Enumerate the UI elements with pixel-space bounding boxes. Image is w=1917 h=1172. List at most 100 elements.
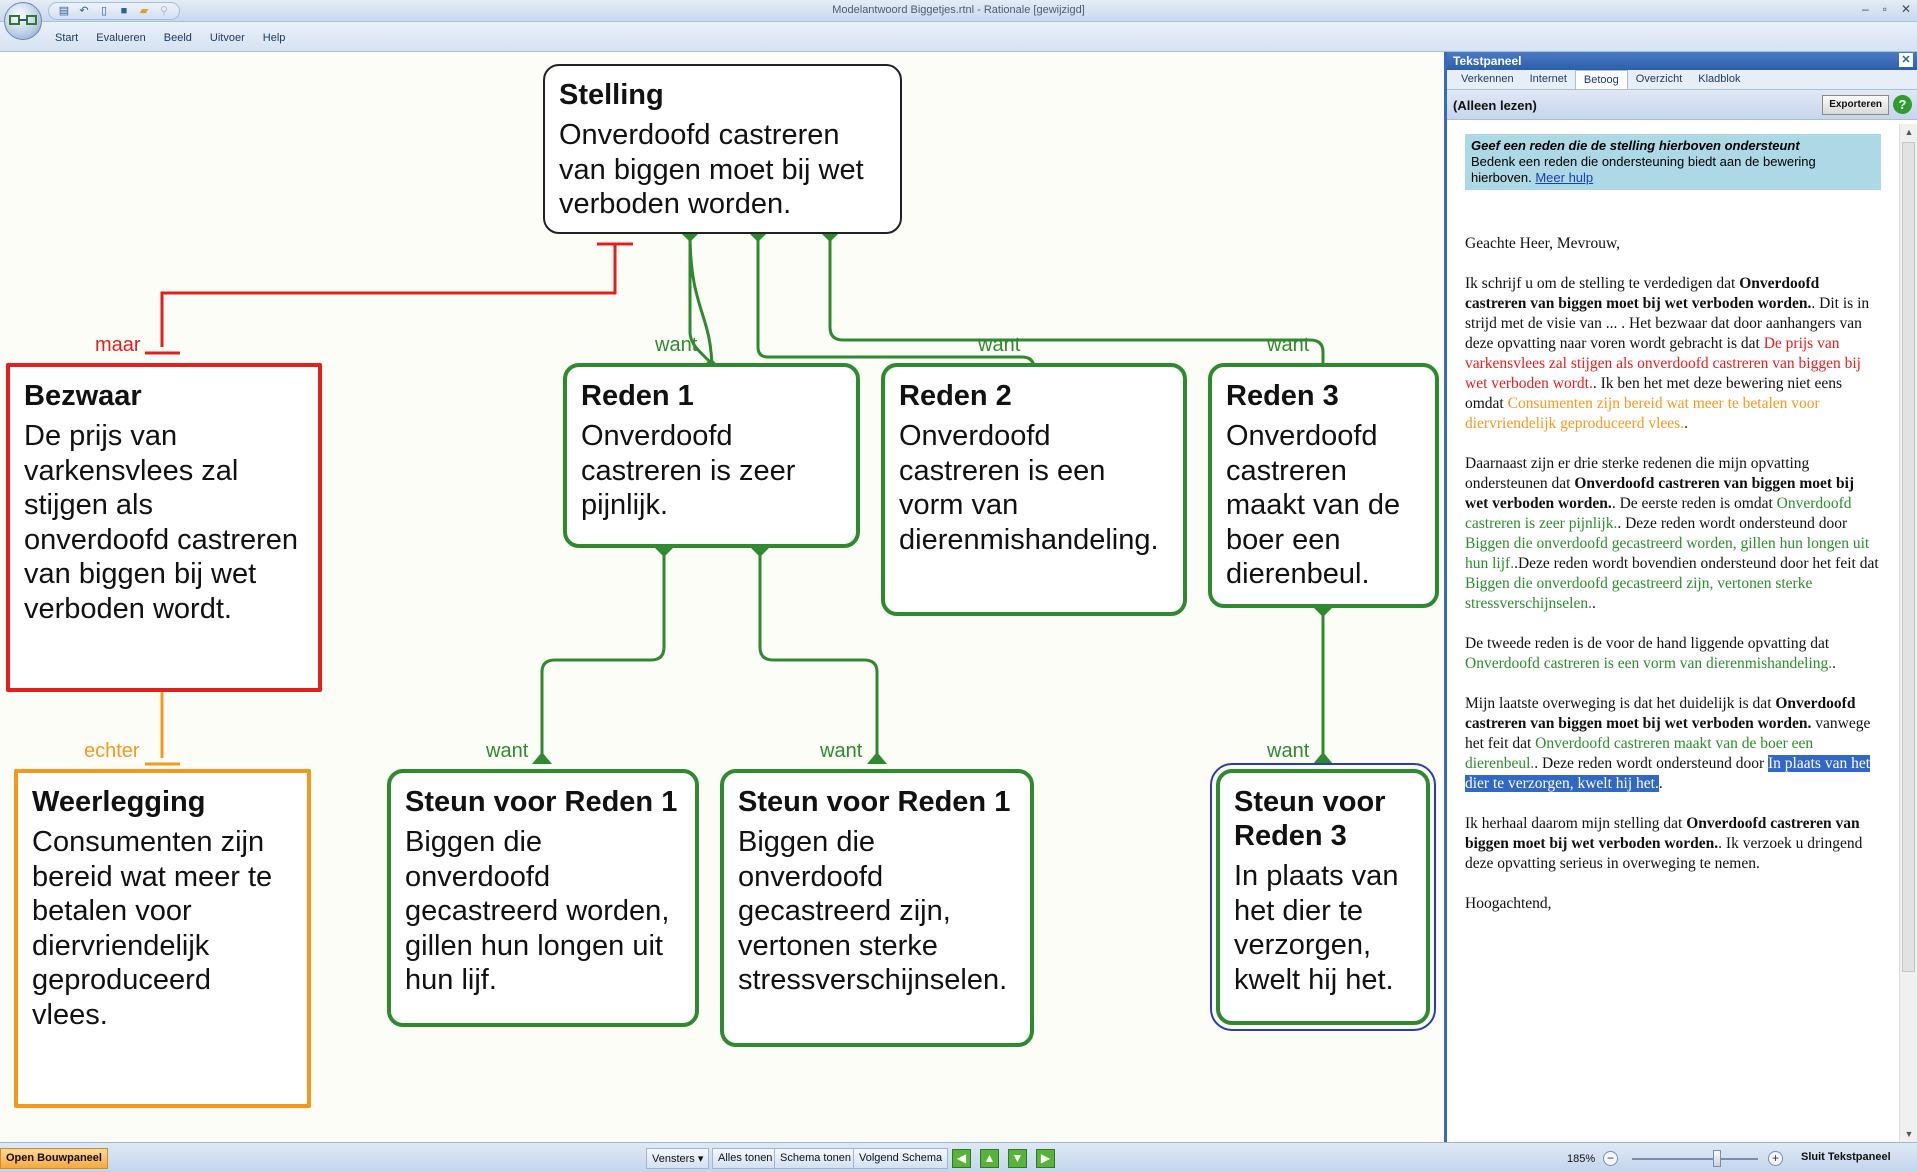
close-window-button[interactable]: ✕ <box>1900 2 1911 16</box>
hint-text: Bedenk een reden die ondersteuning biedt… <box>1471 154 1816 185</box>
show-schema-button[interactable]: Schema tonen <box>774 1148 857 1169</box>
weerlegging-node[interactable]: Weerlegging Consumenten zijn bereid wat … <box>14 769 311 1108</box>
objection-text: De prijs van varkensvlees zal stijgen al… <box>1465 335 1861 392</box>
node-text: De prijs van varkensvlees zal stijgen al… <box>24 420 299 625</box>
arrow-up-icon[interactable]: ▲ <box>980 1149 999 1168</box>
close-text-panel-button[interactable]: Sluit Tekstpaneel <box>1801 1151 1891 1163</box>
zoom-out-icon[interactable]: − <box>1603 1151 1618 1166</box>
rebuttal-text: Consumenten zijn bereid wat meer te beta… <box>1465 395 1820 432</box>
zoom-slider-thumb[interactable] <box>1713 1150 1721 1167</box>
app-menu-button[interactable] <box>4 2 42 40</box>
zoom-in-icon[interactable]: + <box>1768 1151 1783 1166</box>
node-text: Biggen die onverdoofd gecastreerd zijn, … <box>738 826 1008 996</box>
close-icon[interactable]: ✕ <box>1899 53 1913 67</box>
text-panel-title: Tekstpaneel <box>1453 54 1522 68</box>
next-schema-button[interactable]: Volgend Schema <box>853 1148 949 1169</box>
text-run: . De eerste reden is omdat <box>1611 495 1777 512</box>
scroll-thumb[interactable] <box>1902 142 1915 972</box>
text-run: Daarnaast zijn er drie sterke redenen di… <box>1465 455 1810 492</box>
steun-reden-1b-node[interactable]: Steun voor Reden 1 Biggen die onverdoofd… <box>720 769 1034 1047</box>
letter-paragraph-1: Ik schrijf u om de stelling te verdedige… <box>1465 274 1881 434</box>
reden-3-node[interactable]: Reden 3 Onverdoofd castreren maakt van d… <box>1208 363 1439 608</box>
text-run: Ik herhaal daarom mijn stelling dat <box>1465 815 1687 832</box>
letter-paragraph-2: Daarnaast zijn er drie sterke redenen di… <box>1465 454 1881 614</box>
readonly-label: (Alleen lezen) <box>1453 98 1537 113</box>
reason-text: Onverdoofd castreren maakt van de boer e… <box>1465 735 1814 772</box>
text-run: Mijn laatste overweging is dat het duide… <box>1465 695 1776 712</box>
argument-letter: Geachte Heer, Mevrouw, Ik schrijf u om d… <box>1465 234 1881 914</box>
show-all-button[interactable]: Alles tonen <box>712 1148 779 1169</box>
node-title: Stelling <box>559 79 664 111</box>
arrow-right-icon[interactable]: ▶ <box>1036 1149 1055 1168</box>
tab-overzicht[interactable]: Overzicht <box>1635 73 1683 85</box>
stelling-node[interactable]: Stelling Onverdoofd castreren van biggen… <box>543 64 902 234</box>
support-link-reden1 <box>688 232 712 364</box>
claim-text: Onverdoofd castreren van biggen moet bij… <box>1465 815 1860 852</box>
zoom-slider[interactable] <box>1632 1158 1758 1160</box>
bezwaar-node[interactable]: Bezwaar De prijs van varkensvlees zal st… <box>6 363 322 692</box>
save-icon[interactable]: ■ <box>120 5 128 17</box>
menu-uitvoer[interactable]: Uitvoer <box>209 32 245 44</box>
text-run: De tweede reden is de voor de hand ligge… <box>1465 635 1830 652</box>
quick-access-toolbar: ▤ ↶ ▯ ■ ▰ ⚲ <box>48 2 180 20</box>
menu-start[interactable]: Start <box>55 32 79 44</box>
steun-reden-1a-node[interactable]: Steun voor Reden 1 Biggen die onverdoofd… <box>387 769 699 1027</box>
text-run: . <box>1684 415 1688 432</box>
menu-beeld[interactable]: Beeld <box>163 32 192 44</box>
tab-betoog[interactable]: Betoog <box>1574 70 1628 89</box>
support-link-steun1a <box>540 547 666 764</box>
node-title: Reden 1 <box>581 380 694 412</box>
vensters-button[interactable]: Vensters ▾ <box>646 1148 710 1169</box>
menu-help[interactable]: Help <box>262 32 286 44</box>
node-text: Onverdoofd castreren is zeer pijnlijk. <box>581 420 796 521</box>
node-title: Bezwaar <box>24 380 142 412</box>
tab-kladblok[interactable]: Kladblok <box>1698 73 1741 85</box>
new-file-icon[interactable]: ▯ <box>100 5 108 17</box>
node-text: Consumenten zijn bereid wat meer te beta… <box>32 826 273 1031</box>
text-panel-toolbar: (Alleen lezen) Exporteren ? <box>1447 90 1917 120</box>
arrow-down-icon[interactable]: ▼ <box>1008 1149 1027 1168</box>
node-title: Reden 3 <box>1226 380 1339 412</box>
search-icon[interactable]: ⚲ <box>159 5 169 17</box>
reden-1-node[interactable]: Reden 1 Onverdoofd castreren is zeer pij… <box>563 363 860 548</box>
letter-paragraph-4: Mijn laatste overweging is dat het duide… <box>1465 694 1881 794</box>
text-panel-scrollbar[interactable]: ▲ ▼ <box>1899 124 1917 1142</box>
more-help-link[interactable]: Meer hulp <box>1535 170 1594 185</box>
link-label-want-reden2: want <box>978 334 1021 356</box>
letter-greeting: Geachte Heer, Mevrouw, <box>1465 235 1621 252</box>
scroll-down-icon[interactable]: ▼ <box>1904 1129 1914 1139</box>
scroll-up-icon[interactable]: ▲ <box>1904 127 1914 137</box>
reden-2-node[interactable]: Reden 2 Onverdoofd castreren is een vorm… <box>881 363 1187 616</box>
text-panel-body[interactable]: Geef een reden die de stelling hierboven… <box>1447 124 1899 1142</box>
text-run: . Ik ben het met deze bewering niet eens… <box>1465 375 1843 412</box>
menu-bar: Start Evalueren Beeld Uitvoer Help <box>0 22 1917 52</box>
layout-icon[interactable]: ▤ <box>58 5 70 17</box>
undo-icon[interactable]: ↶ <box>79 5 89 17</box>
reason-text: Onverdoofd castreren is een vorm van die… <box>1465 655 1833 672</box>
export-button[interactable]: Exporteren <box>1822 95 1889 115</box>
support-text: Biggen die onverdoofd gecastreerd zijn, … <box>1465 575 1813 612</box>
arrow-left-icon[interactable]: ◀ <box>952 1149 971 1168</box>
steun-reden-3-node[interactable]: Steun voor Reden 3 In plaats van het die… <box>1210 763 1436 1031</box>
open-build-panel-button[interactable]: Open Bouwpaneel <box>0 1148 108 1169</box>
tab-internet[interactable]: Internet <box>1529 73 1567 85</box>
link-label-maar: maar <box>95 334 141 356</box>
node-text: Onverdoofd castreren van biggen moet bij… <box>559 119 864 220</box>
tab-verkennen[interactable]: Verkennen <box>1461 73 1514 85</box>
open-folder-icon[interactable]: ▰ <box>139 5 149 17</box>
text-run: . Ik verzoek u dringend deze opvatting s… <box>1465 835 1863 872</box>
hint-title: Geef een reden die de stelling hierboven… <box>1471 138 1800 153</box>
claim-text: Onverdoofd castreren van biggen moet bij… <box>1465 475 1855 512</box>
zoom-level: 185% <box>1567 1153 1596 1165</box>
maximize-button[interactable]: ▫ <box>1882 2 1887 16</box>
text-run: Ik schrijf u om de stelling te verdedige… <box>1465 275 1740 292</box>
menu-evalueren[interactable]: Evalueren <box>96 32 146 44</box>
text-panel-tabs: Verkennen Internet Betoog Overzicht Klad… <box>1447 70 1917 90</box>
minimize-button[interactable]: – <box>1861 2 1869 16</box>
title-bar: ▤ ↶ ▯ ■ ▰ ⚲ Modelantwoord Biggetjes.rtnl… <box>0 0 1917 22</box>
link-label-want-steun3: want <box>1267 740 1310 762</box>
argument-map-canvas[interactable]: maar echter want want want want want wan… <box>0 52 1442 1142</box>
help-icon[interactable]: ? <box>1893 95 1912 114</box>
claim-text: Onverdoofd castreren van biggen moet bij… <box>1465 275 1820 312</box>
node-title: Steun voor Reden 3 <box>1234 786 1386 852</box>
